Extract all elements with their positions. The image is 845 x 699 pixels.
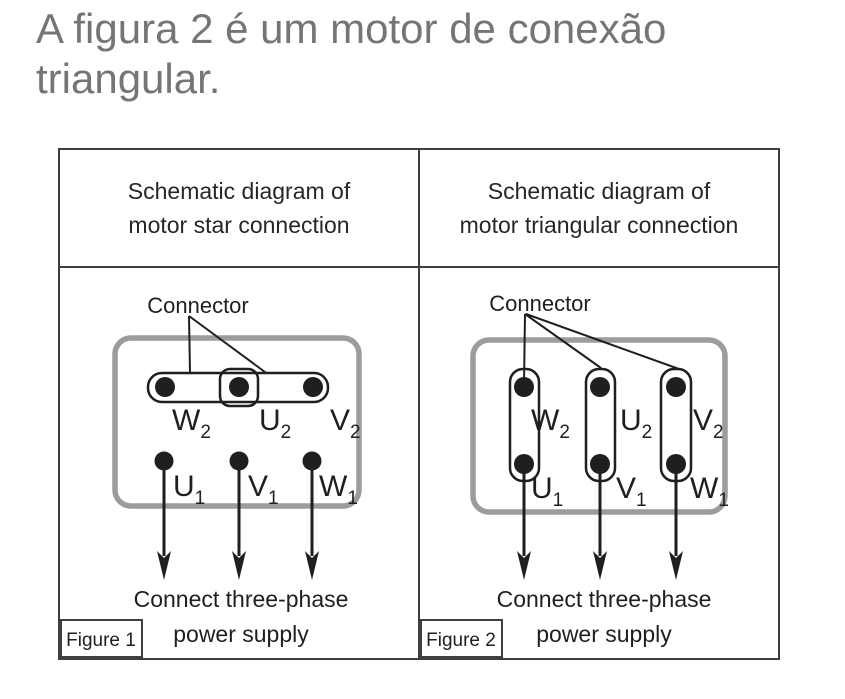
arrowhead-u1 xyxy=(157,551,171,580)
arrowhead-w1 xyxy=(305,551,319,580)
terminal-dot-w2 xyxy=(514,377,534,397)
terminal-label-u2: U2 xyxy=(259,404,291,443)
terminal-label-v2: V2 xyxy=(693,404,724,443)
connector-label: Connector xyxy=(489,291,591,316)
terminal-label-w2: W2 xyxy=(531,404,570,443)
triangular-diagram: Connector W2 U2 V2 xyxy=(420,268,778,658)
terminal-label-v2: V2 xyxy=(330,404,361,443)
arrowhead-w1 xyxy=(669,551,683,580)
terminal-dot-v2 xyxy=(666,377,686,397)
terminal-label-w1: W1 xyxy=(319,470,358,509)
figure-label-box xyxy=(60,619,143,658)
terminal-dot-u2 xyxy=(590,377,610,397)
triangular-header: Schematic diagram of motor triangular co… xyxy=(420,150,778,268)
terminal-label-v1: V1 xyxy=(616,472,647,511)
connector-bar-middle xyxy=(218,367,260,408)
star-header-line-2: motor star connection xyxy=(128,212,350,238)
terminal-dot-u2 xyxy=(229,377,249,397)
star-diagram-svg: Connector W2 U2 V2 xyxy=(60,293,362,658)
connector-pointer-lines xyxy=(523,313,680,386)
terminal-dot-v2 xyxy=(303,377,323,397)
terminal-label-w1: W1 xyxy=(690,472,729,511)
terminal-dot-w2 xyxy=(155,377,175,397)
triangular-header-line-1: Schematic diagram of xyxy=(487,178,711,204)
terminal-label-u1: U1 xyxy=(173,470,205,509)
comparison-table: Schematic diagram of motor star connecti… xyxy=(58,148,780,660)
triangular-connection-cell: Schematic diagram of motor triangular co… xyxy=(420,150,778,658)
arrowhead-v1 xyxy=(232,551,246,580)
star-diagram: Connector W2 U2 V2 xyxy=(60,268,418,658)
page-title: A figura 2 é um motor de conexão triangu… xyxy=(36,4,666,104)
figure-label: Figure 2 xyxy=(426,630,496,651)
page-title-line-2: triangular. xyxy=(36,55,221,102)
figure-label-box xyxy=(420,619,503,658)
terminal-label-w2: W2 xyxy=(172,404,211,443)
arrowhead-u1 xyxy=(517,551,531,580)
star-header: Schematic diagram of motor star connecti… xyxy=(60,150,418,268)
triangular-diagram-svg: Connector W2 U2 V2 xyxy=(420,291,729,658)
star-header-line-1: Schematic diagram of xyxy=(127,178,351,204)
star-connection-cell: Schematic diagram of motor star connecti… xyxy=(60,150,420,658)
caption-line-1: Connect three-phase xyxy=(497,586,712,612)
caption-line-1: Connect three-phase xyxy=(134,586,349,612)
terminal-label-u2: U2 xyxy=(620,404,652,443)
caption-line-2: power supply xyxy=(173,621,309,647)
page-title-line-1: A figura 2 é um motor de conexão xyxy=(36,5,667,52)
connector-pointer-lines xyxy=(188,315,270,376)
figure-label: Figure 1 xyxy=(66,630,136,651)
terminal-label-u1: U1 xyxy=(531,472,563,511)
arrowhead-v1 xyxy=(593,551,607,580)
triangular-header-line-2: motor triangular connection xyxy=(459,212,739,238)
caption-line-2: power supply xyxy=(536,621,672,647)
connector-label: Connector xyxy=(147,293,249,318)
terminal-label-v1: V1 xyxy=(248,470,279,509)
